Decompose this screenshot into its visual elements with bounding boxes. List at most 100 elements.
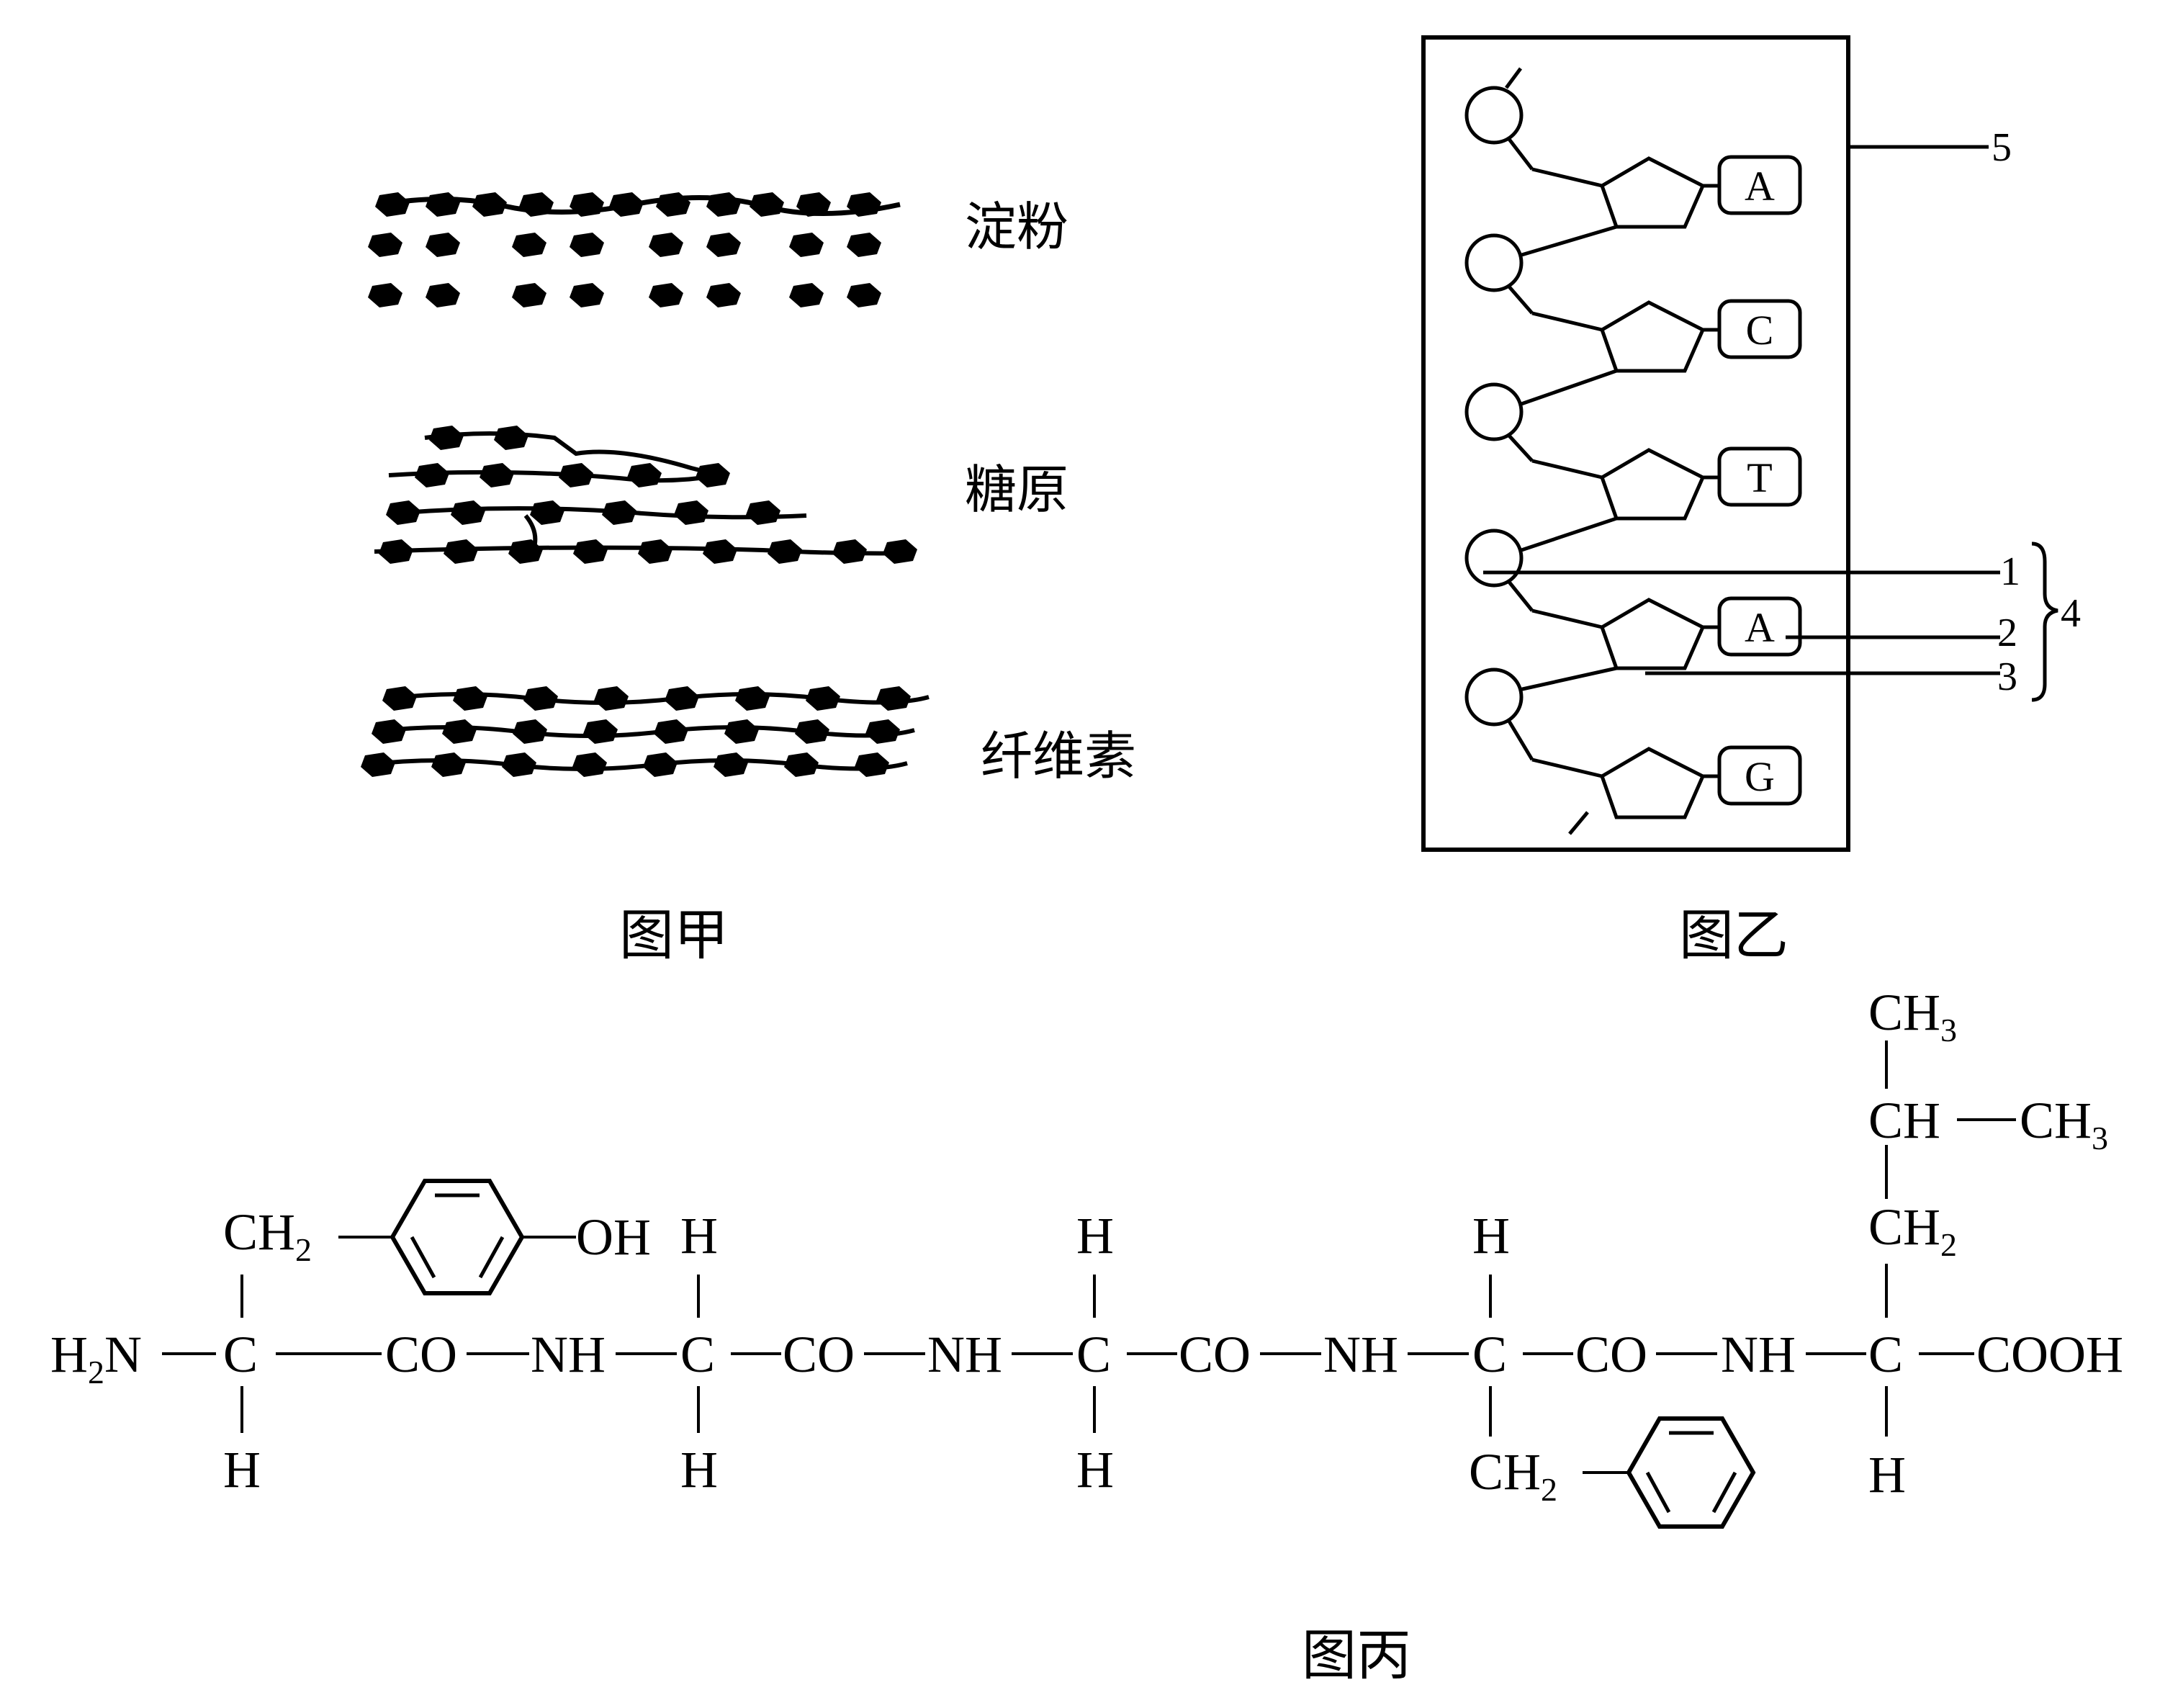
cellulose-monomer [442,719,477,744]
starch-monomer [368,233,402,257]
deoxyribose-sugar [1599,448,1706,521]
co-4: CO [1575,1326,1647,1383]
nh-3: NH [1323,1326,1398,1383]
alpha-h-3b: H [1076,1441,1114,1498]
starch-monomer [649,283,683,307]
nitrogenous-base [1717,745,1802,806]
leu-ch2: CH2 [1868,1198,1957,1263]
alpha-h-2a: H [680,1207,718,1264]
amino-group: H2N [50,1326,142,1390]
nitrogenous-base [1717,596,1802,657]
starch-monomer [472,192,507,217]
label-starch: 淀粉 [965,197,1068,257]
glycogen-monomer [444,539,478,564]
starch-monomer [512,233,546,257]
glycogen-monomer [883,539,917,564]
cellulose-monomer [865,719,900,744]
panel-bing: H2N C H CH2 OH CO NH C H H CO NH [50,984,2123,1687]
cellulose-monomer [372,719,406,744]
nh-2: NH [927,1326,1002,1383]
glycogen-monomer [627,463,662,487]
alpha-h-3a: H [1076,1207,1114,1264]
dna-strand-box [1421,35,1850,852]
glycogen-monomer [674,500,708,525]
base-letter: C [1746,307,1774,354]
glycogen-monomer [415,463,449,487]
cellulose-monomer [382,686,417,711]
starch-monomer [609,192,644,217]
cellulose-monomer [643,752,678,777]
co-3: CO [1179,1326,1251,1383]
starch-monomer [426,233,460,257]
glycogen-monomer [768,539,802,564]
nitrogenous-base [1717,299,1802,359]
co-1: CO [385,1326,457,1383]
starch-monomer [519,192,554,217]
glycogen-monomer [602,500,636,525]
starch-monomer [375,192,410,217]
caption-yi: 图乙 [1679,903,1788,967]
deoxyribose-sugar [1599,598,1706,670]
alpha-carbon-4: C [1472,1326,1507,1383]
glycogen-monomer [429,426,464,450]
cellulose-monomer [855,752,889,777]
label-3: 3 [1997,655,2017,699]
glycogen-monomer [746,500,780,525]
tyr-oh: OH [576,1208,651,1266]
cooh: COOH [1976,1326,2123,1383]
cellulose-monomer [513,719,547,744]
phosphate-group [1464,86,1524,145]
glycogen-monomer [386,500,420,525]
cellulose-monomer [735,686,770,711]
base-letter: A [1745,604,1775,651]
glycogen-monomer [703,539,737,564]
nucleotide-brace [2031,541,2058,702]
starch-monomer [706,283,741,307]
starch-monomer [426,192,460,217]
cellulose-monomer [806,686,840,711]
label-4: 4 [2061,591,2081,636]
cellulose-monomer [594,686,629,711]
co-2: CO [783,1326,855,1383]
base-letter: T [1747,454,1772,501]
starch-illustration [368,192,901,307]
cellulose-monomer [876,686,911,711]
deoxyribose-sugar [1599,300,1706,373]
starch-monomer [789,283,824,307]
leu-ch: CH [1868,1092,1940,1149]
alpha-carbon-3: C [1076,1326,1111,1383]
starch-monomer [649,233,683,257]
starch-monomer [512,283,546,307]
glycogen-monomer [573,539,608,564]
glycogen-monomer [508,539,543,564]
panel-jia: 淀粉 糖原 纤维素 图甲 [361,192,1136,967]
cellulose-monomer [654,719,688,744]
cellulose-monomer [361,752,395,777]
alpha-h-2b: H [680,1441,718,1498]
glycogen-monomer [696,463,730,487]
cellulose-monomer [523,686,558,711]
glycogen-monomer [559,463,593,487]
starch-monomer [368,283,402,307]
starch-monomer [706,192,741,217]
alpha-carbon-5: C [1868,1326,1903,1383]
cellulose-monomer [431,752,466,777]
nitrogenous-base [1717,446,1802,507]
glycogen-monomer [832,539,867,564]
cellulose-monomer [784,752,819,777]
alpha-h-5: H [1868,1446,1906,1504]
glycogen-monomer [530,500,564,525]
starch-monomer [706,233,741,257]
starch-monomer [426,283,460,307]
caption-jia: 图甲 [619,903,729,967]
cellulose-monomer [714,752,748,777]
glycogen-monomer [494,426,528,450]
alpha-h-1: H [223,1441,261,1498]
phosphate-group [1464,529,1524,588]
cellulose-monomer [583,719,618,744]
cellulose-illustration [361,686,930,777]
nitrogenous-base [1717,155,1802,215]
label-2: 2 [1997,611,2017,655]
starch-monomer [789,233,824,257]
